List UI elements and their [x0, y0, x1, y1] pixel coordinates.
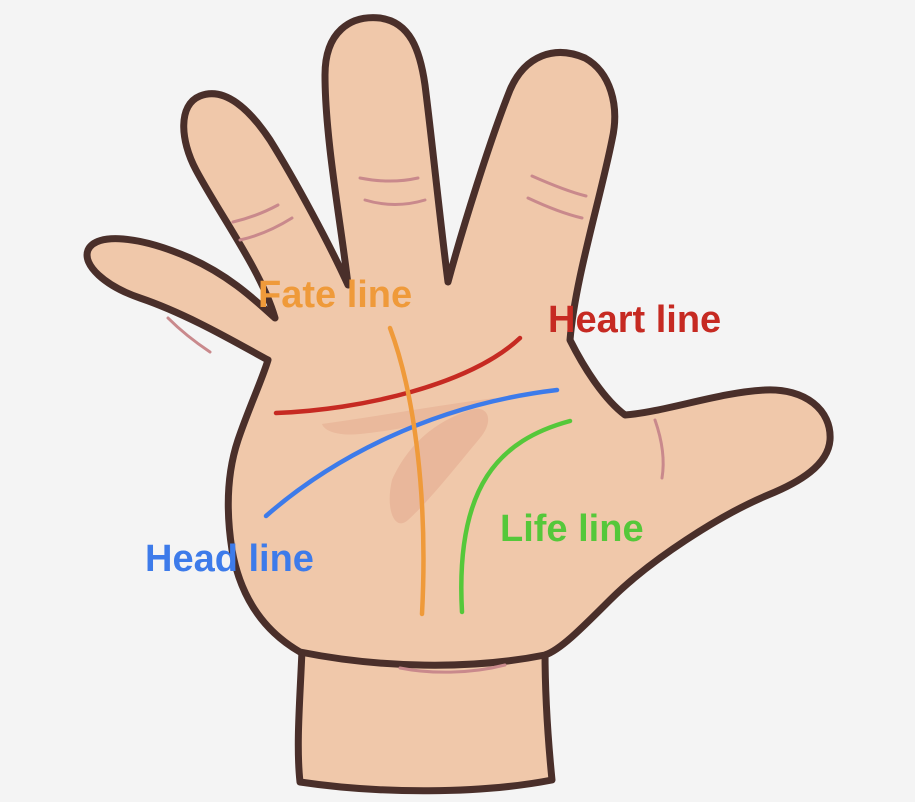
crease	[530, 174, 588, 198]
crease	[398, 663, 507, 674]
crease	[363, 198, 427, 206]
crease	[238, 216, 294, 242]
crease	[653, 418, 665, 480]
heart-line	[273, 335, 523, 416]
crease	[526, 196, 584, 220]
hand-outline	[83, 14, 834, 669]
crease	[358, 176, 420, 183]
heart-line-label: Heart line	[548, 299, 721, 341]
life-line	[459, 418, 573, 615]
palm-shading	[389, 408, 489, 524]
crease	[231, 203, 280, 224]
wrist	[294, 646, 556, 795]
finger-creases	[166, 174, 665, 674]
fate-line-label: Fate line	[258, 274, 412, 316]
head-line-label: Head line	[145, 538, 314, 580]
crease	[166, 316, 212, 354]
life-line-label: Life line	[500, 508, 644, 550]
fate-line	[387, 325, 426, 617]
palm-shading-upper	[322, 398, 495, 435]
head-line	[263, 387, 560, 519]
